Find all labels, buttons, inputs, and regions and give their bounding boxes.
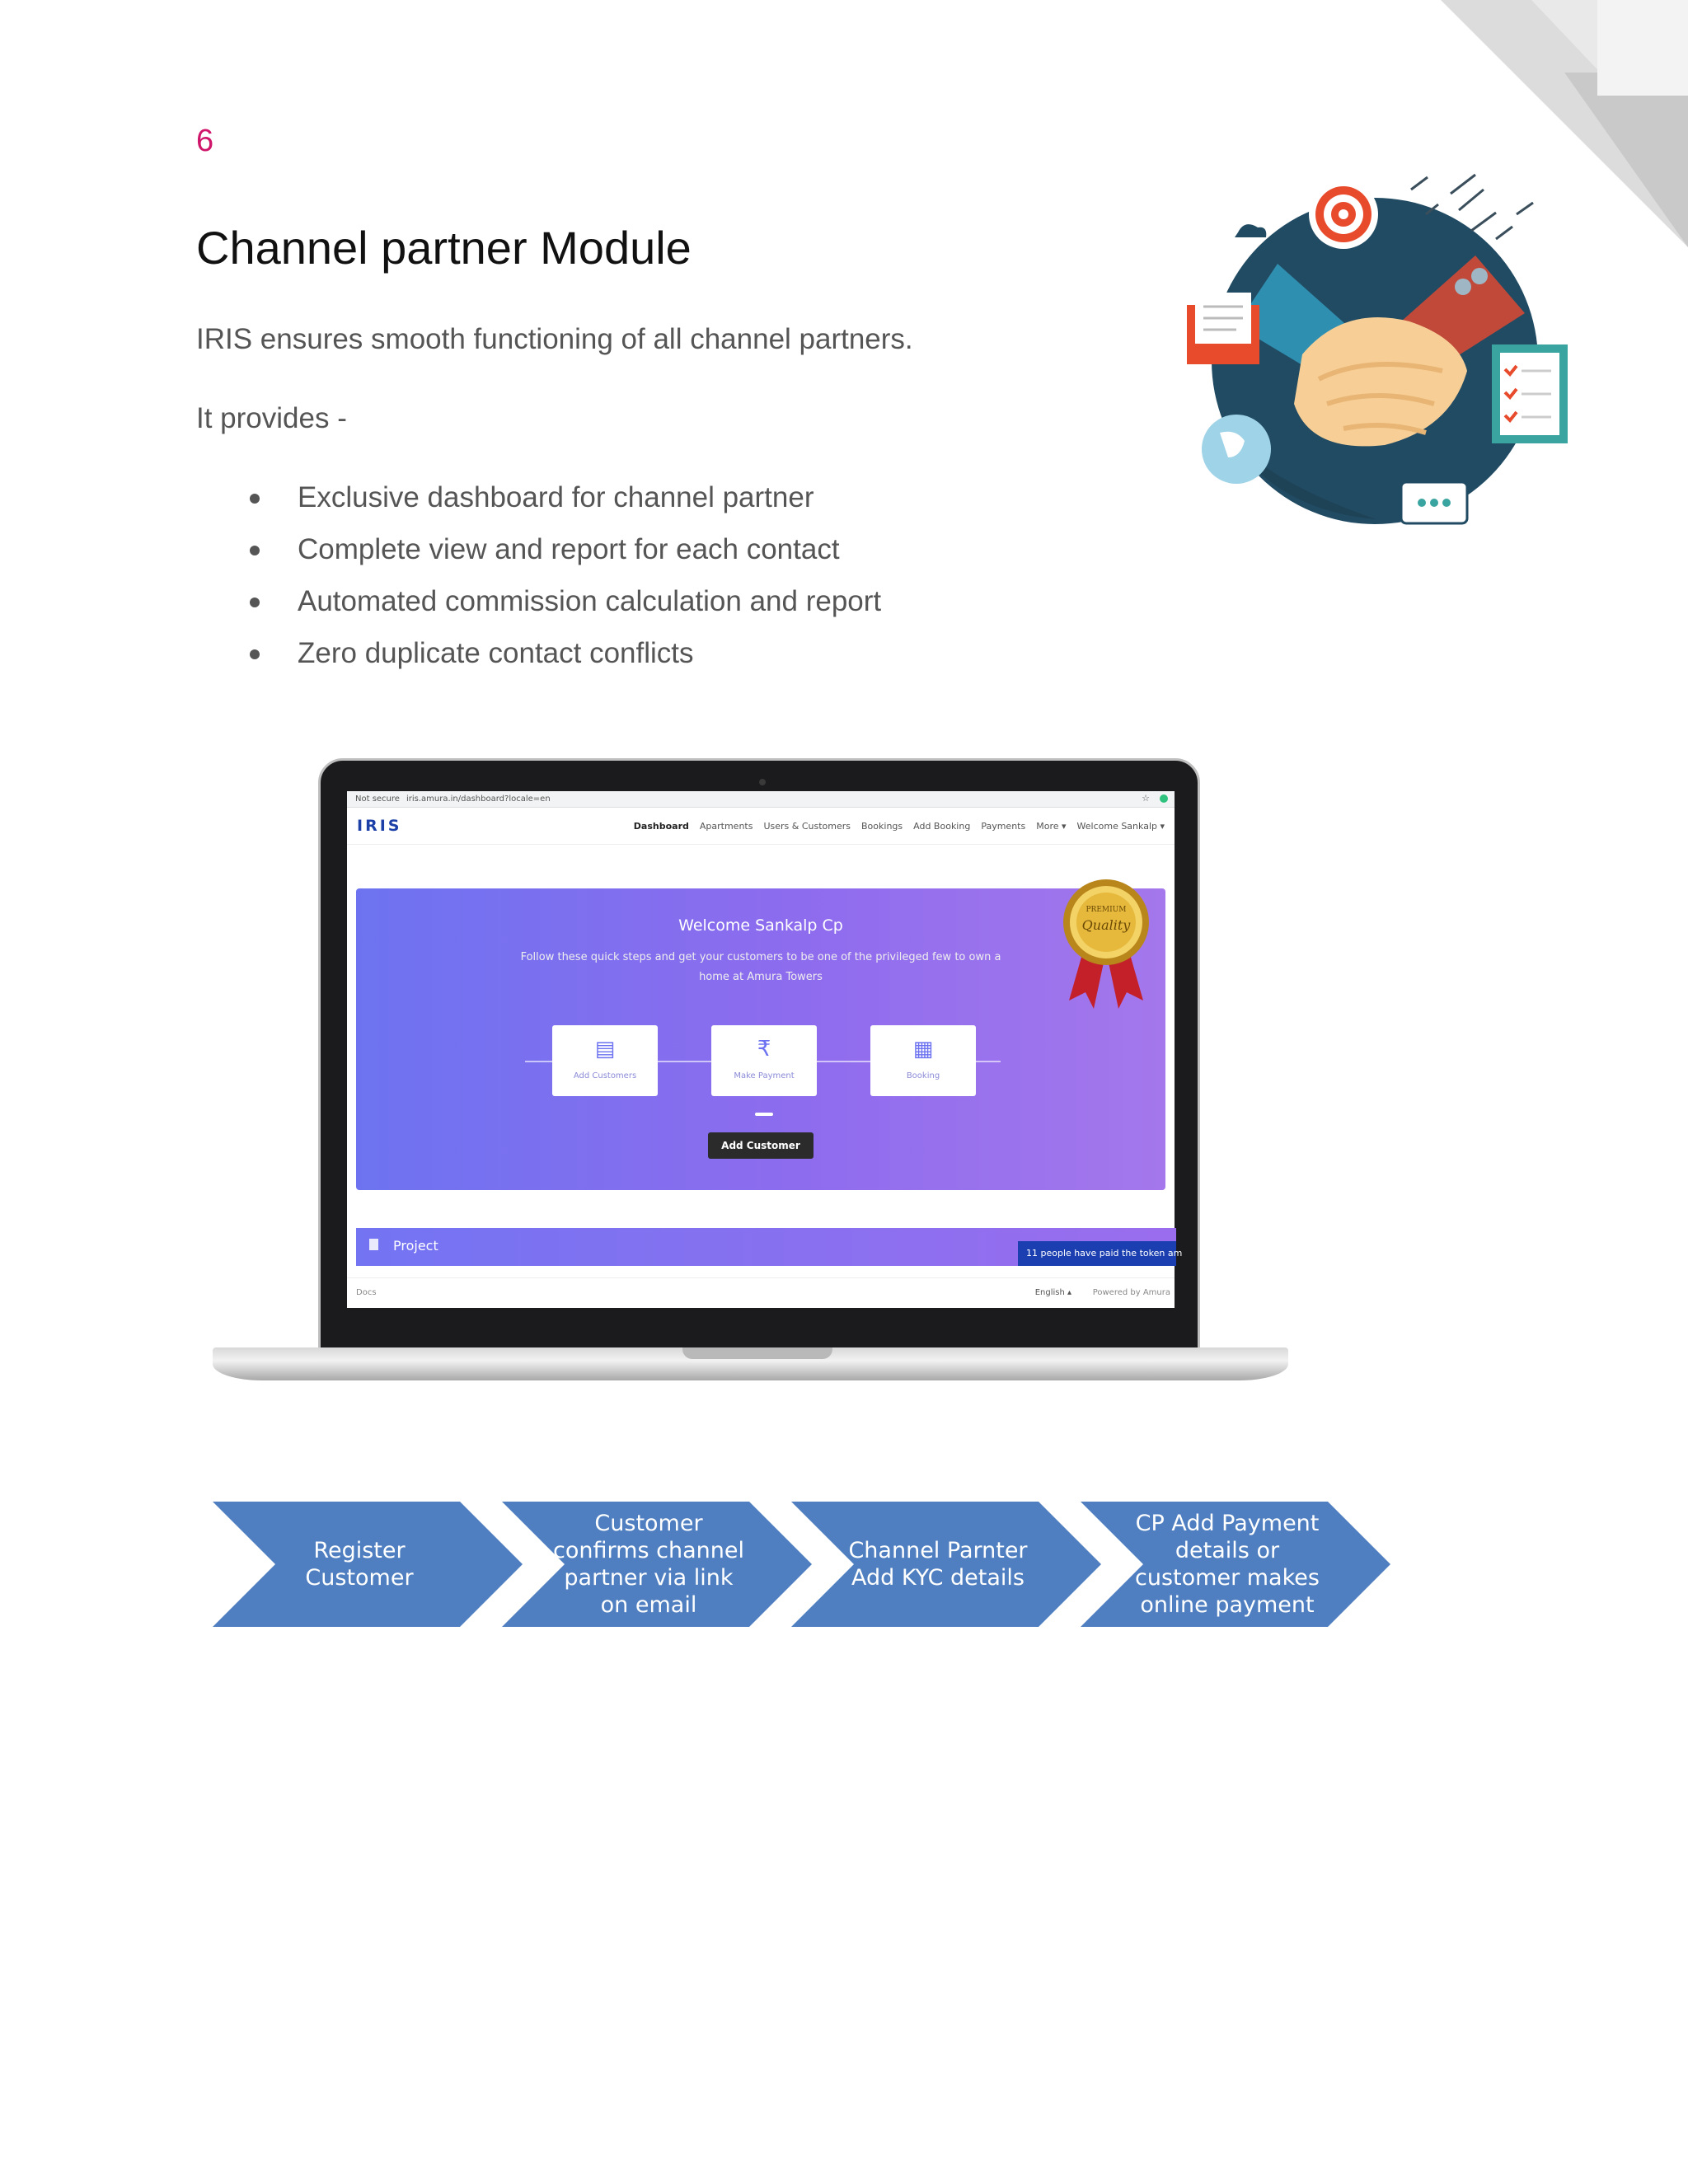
- nav-more[interactable]: More ▾: [1036, 820, 1067, 832]
- premium-quality-badge: PREMIUM Quality: [1063, 879, 1149, 1009]
- building-icon: [369, 1239, 378, 1250]
- nav-users-customers[interactable]: Users & Customers: [763, 820, 851, 832]
- step-make-payment[interactable]: ₹ Make Payment: [711, 1025, 817, 1096]
- handshake-illustration: [1187, 173, 1568, 525]
- url-text: iris.amura.in/dashboard?locale=en: [406, 794, 551, 804]
- step-booking[interactable]: ▦ Booking: [870, 1025, 976, 1096]
- step-indicator: [755, 1113, 773, 1116]
- page-number: 6: [196, 124, 214, 158]
- page-corner-decoration: [1441, 0, 1688, 247]
- powered-by: Powered by Amura: [1092, 1288, 1170, 1297]
- process-step-2: Customer confirms channel partner via li…: [502, 1502, 815, 1627]
- nav-links: Dashboard Apartments Users & Customers B…: [634, 821, 1165, 832]
- add-customer-button[interactable]: Add Customer: [708, 1132, 814, 1159]
- step-label: Booking: [906, 1071, 940, 1080]
- app-navbar: IRIS Dashboard Apartments Users & Custom…: [347, 808, 1175, 845]
- step-connector: [525, 1061, 552, 1062]
- project-label: Project: [393, 1238, 438, 1254]
- process-step-3: Channel Parnter Add KYC details: [791, 1502, 1104, 1627]
- feature-item: Zero duplicate contact conflicts: [196, 632, 881, 684]
- browser-url-bar[interactable]: Not secure iris.amura.in/dashboard?local…: [347, 791, 1175, 808]
- app-footer: Docs English ▴ Powered by Amura: [347, 1277, 1175, 1308]
- provides-label: It provides -: [196, 402, 347, 434]
- laptop-notch: [682, 1347, 832, 1359]
- extension-icon[interactable]: [1160, 794, 1168, 803]
- feature-item: Automated commission calculation and rep…: [196, 580, 881, 632]
- camera: [759, 779, 766, 785]
- chevron-shape: [791, 1502, 1101, 1627]
- user-menu[interactable]: Welcome Sankalp ▾: [1076, 820, 1165, 832]
- star-icon[interactable]: ☆: [1142, 793, 1150, 804]
- welcome-subtitle: Follow these quick steps and get your cu…: [520, 951, 1001, 983]
- nav-apartments[interactable]: Apartments: [699, 820, 753, 832]
- process-step-1: Register Customer: [213, 1502, 526, 1627]
- security-indicator: Not secure: [355, 794, 400, 804]
- feature-item: Complete view and report for each contac…: [196, 528, 881, 580]
- chevron-shape: [1081, 1502, 1390, 1627]
- step-label: Add Customers: [573, 1071, 637, 1080]
- payment-ticker: 11 people have paid the token am: [1018, 1241, 1182, 1266]
- medal-top-text: PREMIUM: [1086, 906, 1127, 914]
- building-icon: ▦: [912, 1037, 934, 1062]
- process-step-4: CP Add Payment details or customer makes…: [1081, 1502, 1394, 1627]
- nav-add-booking[interactable]: Add Booking: [913, 820, 971, 832]
- step-connector: [817, 1061, 870, 1062]
- nav-bookings[interactable]: Bookings: [861, 820, 903, 832]
- nav-payments[interactable]: Payments: [981, 820, 1026, 832]
- chevron-shape: [213, 1502, 523, 1627]
- welcome-banner: Welcome Sankalp Cp Follow these quick st…: [356, 879, 1165, 1190]
- process-step-label: Customer confirms channel partner via li…: [553, 1511, 744, 1618]
- process-step-label: Channel Parnter Add KYC details: [848, 1538, 1028, 1591]
- feature-item: Exclusive dashboard for channel partner: [196, 476, 881, 528]
- step-add-customers[interactable]: ▤ Add Customers: [552, 1025, 658, 1096]
- iris-logo[interactable]: IRIS: [357, 817, 402, 835]
- rupee-icon: ₹: [757, 1037, 771, 1062]
- docs-link[interactable]: Docs: [356, 1288, 377, 1297]
- step-connector: [976, 1061, 1001, 1062]
- feature-list: Exclusive dashboard for channel partner …: [196, 476, 881, 684]
- chevron-shape: [502, 1502, 812, 1627]
- step-connector: [658, 1061, 711, 1062]
- dashboard-screenshot: Not secure iris.amura.in/dashboard?local…: [347, 791, 1182, 1308]
- page-title: Channel partner Module: [196, 222, 692, 274]
- intro-text: IRIS ensures smooth functioning of all c…: [196, 323, 913, 355]
- document-icon: ▤: [594, 1037, 616, 1062]
- project-bar[interactable]: Project 11 people have paid the token am: [356, 1228, 1182, 1266]
- medal-main-text: Quality: [1082, 917, 1132, 933]
- step-label: Make Payment: [734, 1071, 795, 1080]
- language-select[interactable]: English ▴: [1034, 1288, 1071, 1297]
- nav-dashboard[interactable]: Dashboard: [633, 820, 689, 832]
- welcome-title: Welcome Sankalp Cp: [678, 916, 843, 935]
- process-step-label: Register Customer: [305, 1538, 414, 1591]
- process-step-label: CP Add Payment details or customer makes…: [1135, 1511, 1320, 1618]
